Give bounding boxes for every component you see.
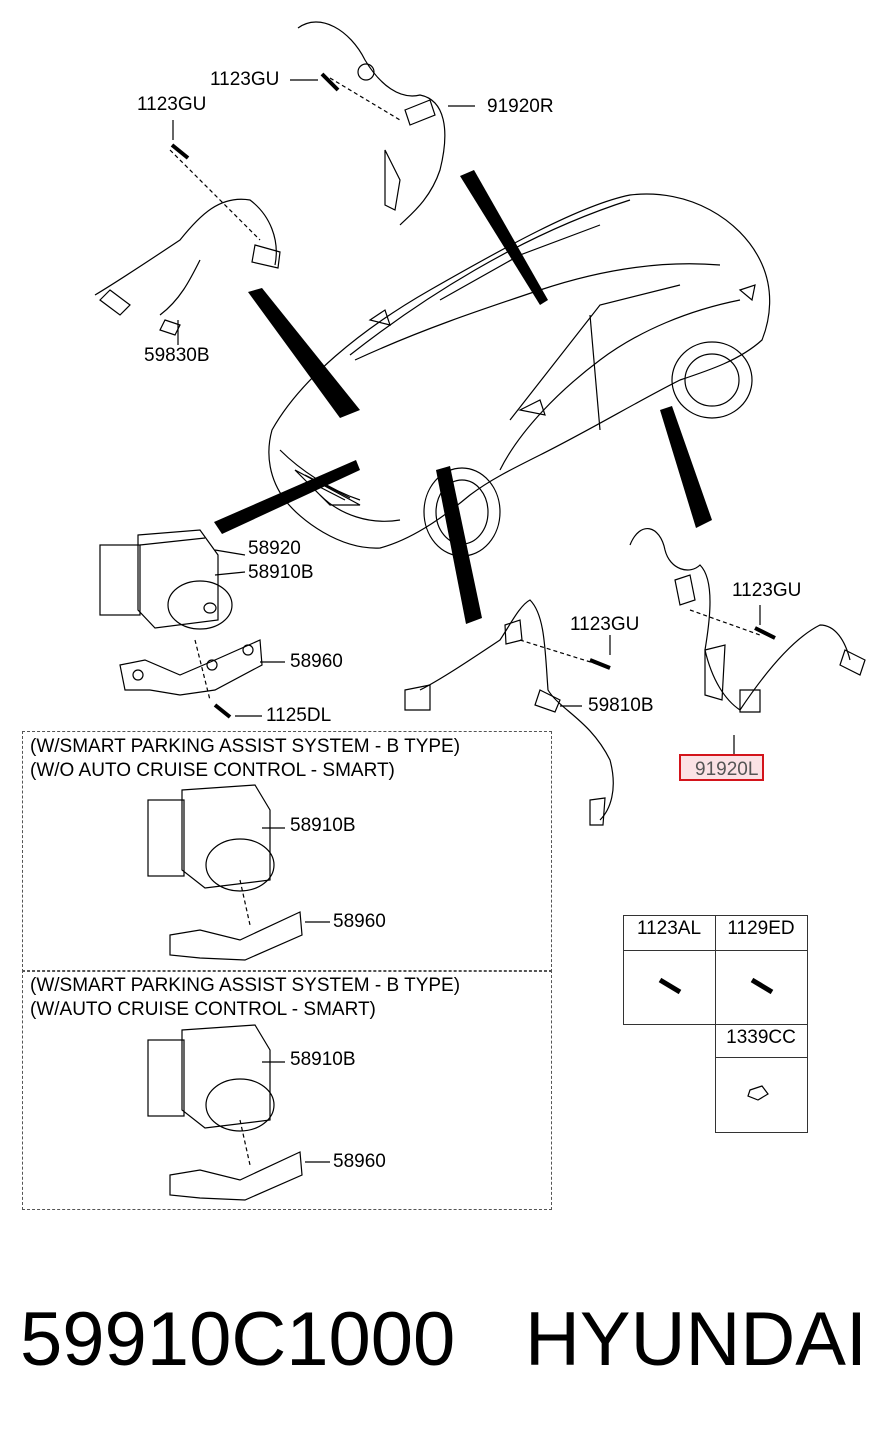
callout-harness-front: 59830B	[144, 345, 210, 366]
variant-b-line2: (W/AUTO CRUISE CONTROL - SMART)	[30, 999, 376, 1020]
variant-a-bracket-label: 58960	[333, 911, 386, 932]
variant-b-bracket-label: 58960	[333, 1151, 386, 1172]
variant-a-unit-label: 58910B	[290, 815, 356, 836]
callout-bolt-rear-right: 1123GU	[210, 69, 280, 90]
variant-b-unit-label: 58910B	[290, 1049, 356, 1070]
car-illustration	[268, 193, 771, 557]
table-body-cell	[715, 950, 808, 1025]
callout-bolt-rear-left: 1123GU	[732, 580, 802, 601]
rear-right-sensor-wire	[297, 21, 446, 226]
table-col-1129ed: 1129ED	[727, 918, 795, 939]
highlight-box-91920l[interactable]: 91920L	[679, 754, 764, 781]
callout-bolt-bracket: 1125DL	[266, 705, 332, 726]
variant-a-box	[22, 731, 552, 972]
abs-unit-main	[99, 529, 233, 630]
variant-b-box	[22, 970, 552, 1210]
variant-a-line1: (W/SMART PARKING ASSIST SYSTEM - B TYPE)	[30, 736, 461, 757]
harness-front-wire	[94, 198, 277, 296]
table-body-cell	[623, 950, 716, 1025]
variant-a-line2: (W/O AUTO CRUISE CONTROL - SMART)	[30, 760, 395, 781]
callout-bolt-front-left: 1123GU	[137, 94, 207, 115]
bracket-main	[119, 639, 263, 696]
rear-left-sensor-wire	[629, 527, 851, 711]
callout-abs-unit-b: 58910B	[248, 562, 314, 583]
brand-name: HYUNDAI	[525, 1297, 868, 1382]
callout-sensor-rear-left: 91920L	[695, 759, 759, 780]
variant-b-line1: (W/SMART PARKING ASSIST SYSTEM - B TYPE)	[30, 975, 461, 996]
pointer-wedges	[214, 170, 712, 624]
abs-unit-variant-b	[147, 1024, 330, 1201]
front-mid-sensor-wire	[419, 599, 614, 821]
callout-abs-unit-a: 58920	[248, 538, 301, 559]
abs-unit-variant-a	[147, 784, 330, 961]
table-col-1339cc: 1339CC	[726, 1027, 796, 1048]
table-body-cell	[715, 1057, 808, 1133]
table-col-1123al: 1123AL	[636, 918, 702, 939]
callout-sensor-rear-right: 91920R	[487, 96, 554, 117]
callout-bracket: 58960	[290, 651, 343, 672]
callout-sensor-front-mid: 59810B	[588, 695, 654, 716]
part-number: 59910C1000	[20, 1297, 456, 1382]
callout-bolt-front-mid: 1123GU	[570, 614, 640, 635]
